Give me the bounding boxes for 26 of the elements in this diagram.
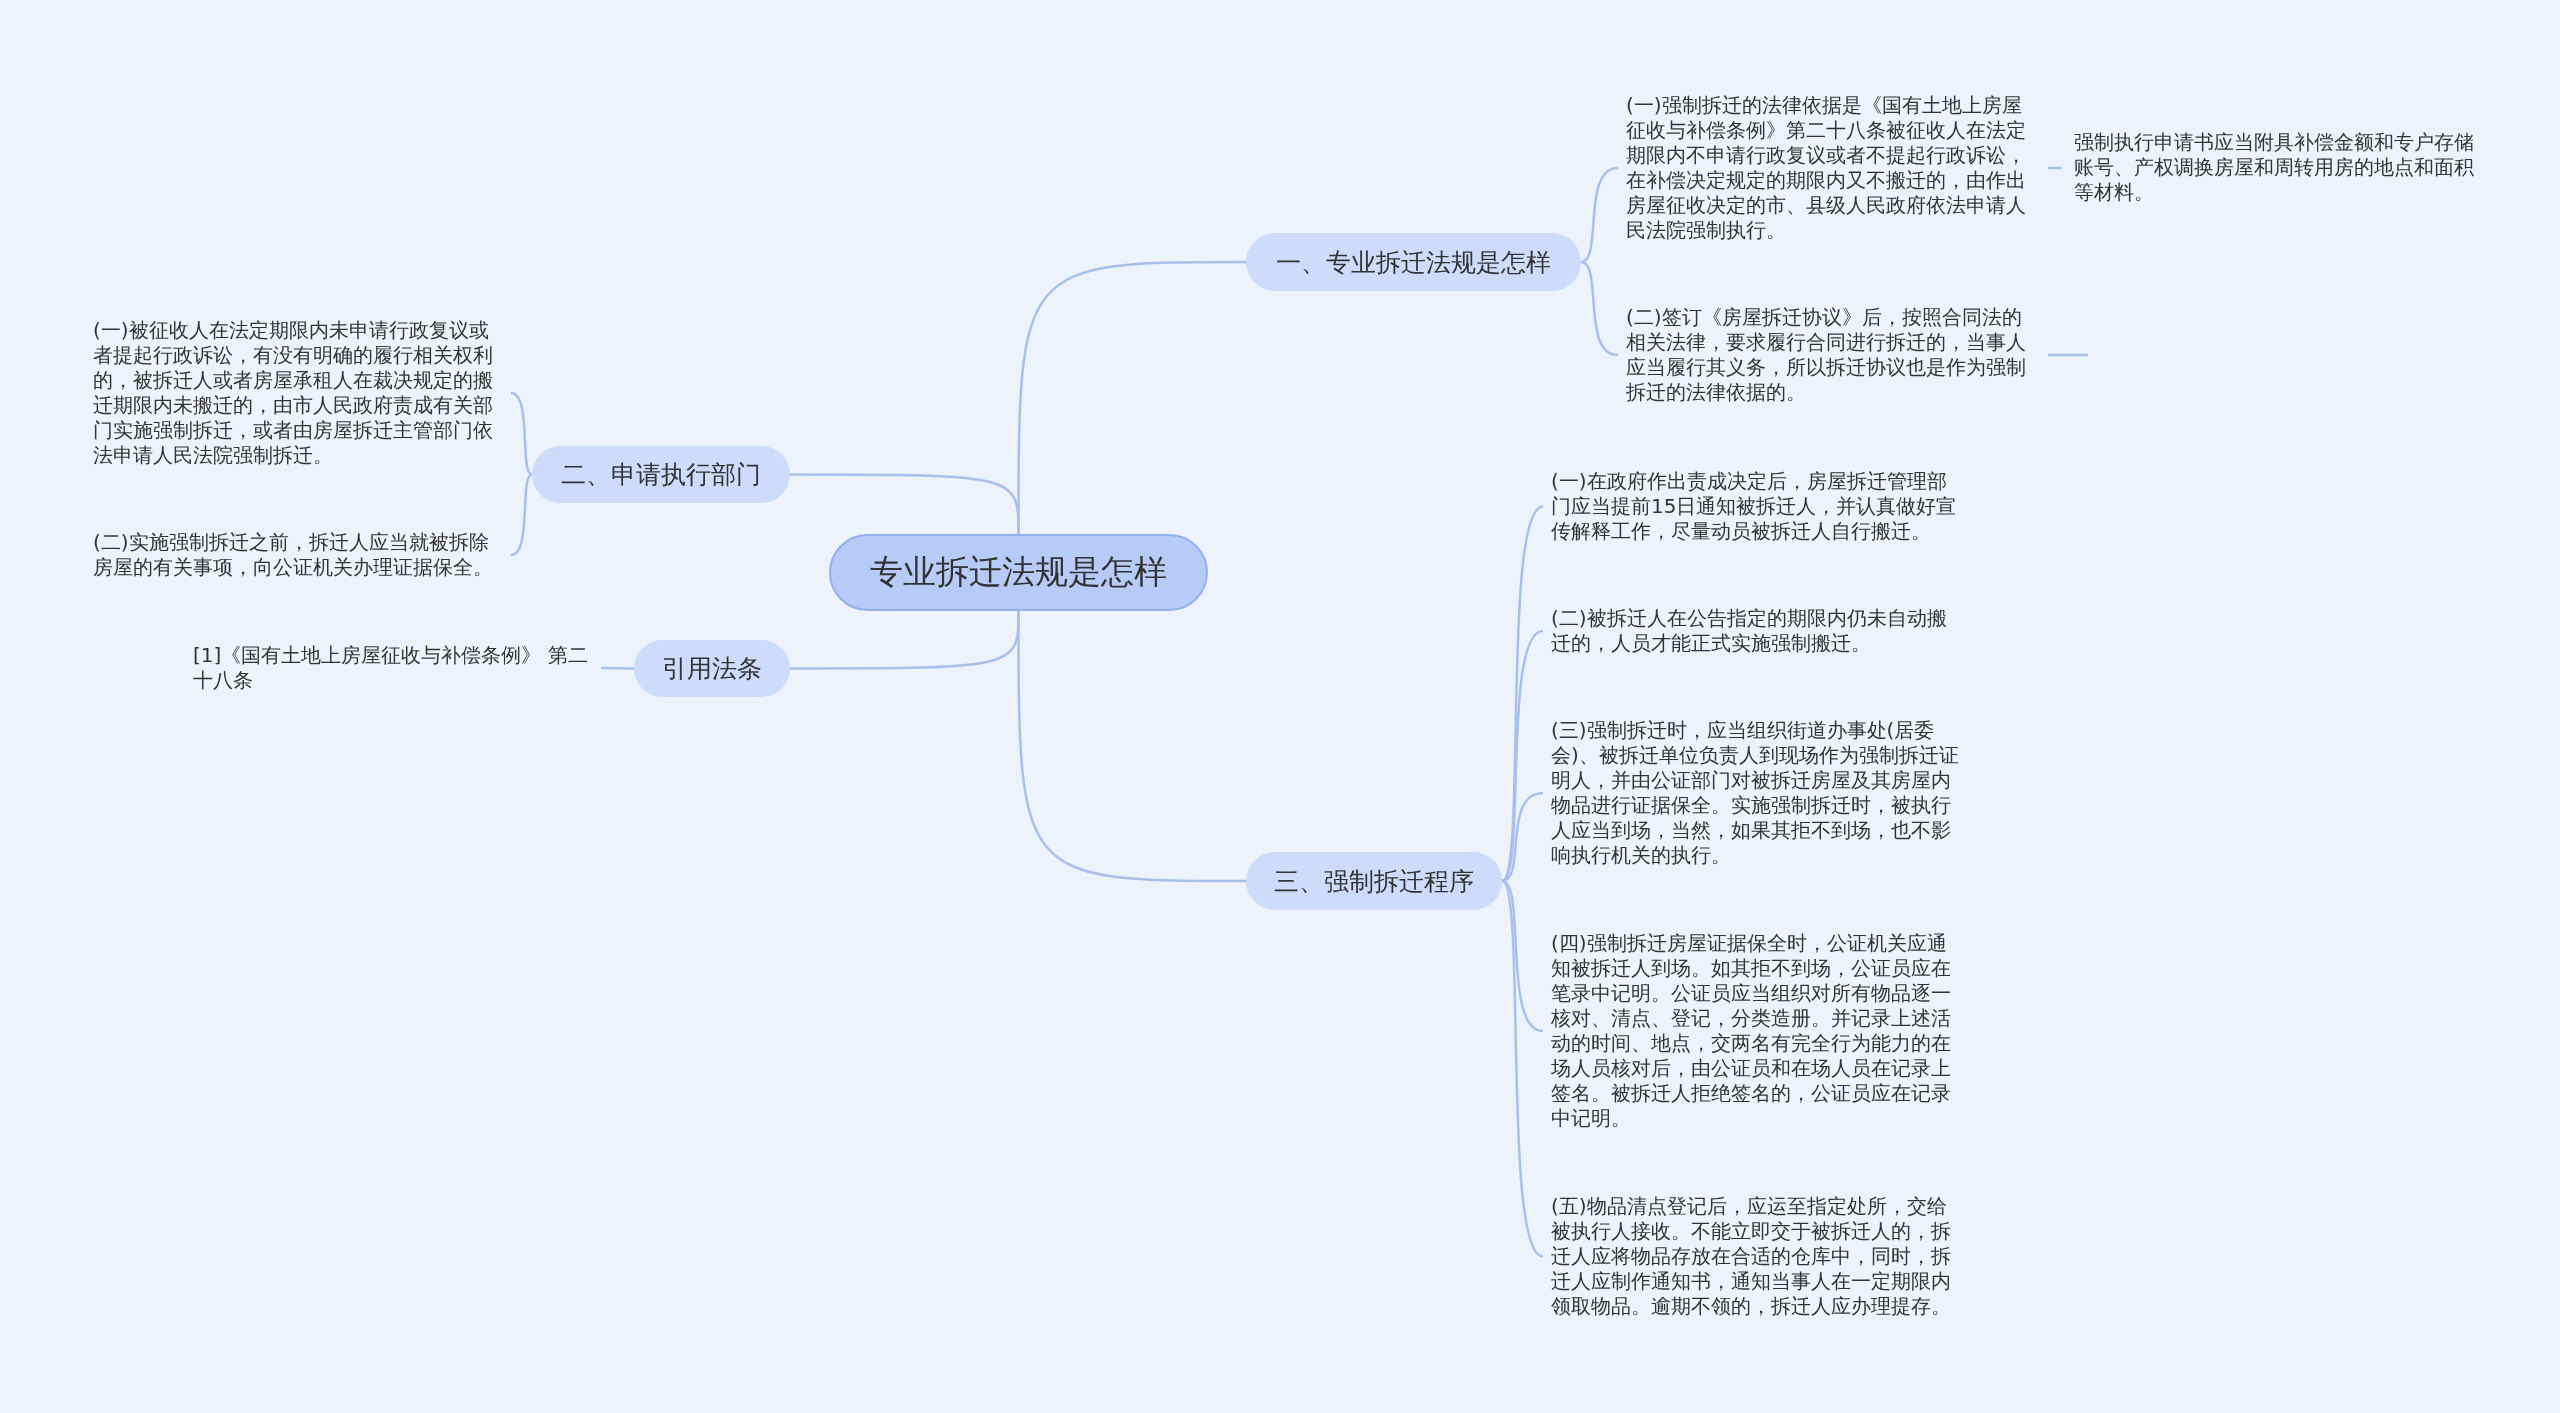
- note-text: 强制执行申请书应当附具补偿金额和专户存储账号、产权调换房屋和周转用房的地点和面积等材料。: [2074, 130, 2484, 205]
- connector-line: [601, 666, 634, 670]
- note-text: (二)被拆迁人在公告指定的期限内仍未自动搬迁的，人员才能正式实施强制搬迁。: [1551, 606, 1961, 656]
- connector-line: [1500, 880, 1544, 1258]
- topic-pill: 一、专业拆迁法规是怎样: [1246, 233, 1581, 291]
- topic-pill: 引用法条: [634, 640, 790, 697]
- note-text: (一)强制拆迁的法律依据是《国有土地上房屋征收与补偿条例》第二十八条被征收人在法定期限内不申请行政复议或者不提起行政诉讼，在补偿决定规定的期限内又不搬迁的，由作出房屋征收决定的市、县级人民政府依法申请人民法院强制执行。: [1626, 93, 2036, 243]
- connector-line: [510, 391, 533, 476]
- note-text: (四)强制拆迁房屋证据保全时，公证机关应通知被拆迁人到场。如其拒不到场，公证员应在笔录中记明。公证员应当组织对所有物品逐一核对、清点、登记，分类造册。并记录上述活动的时间、地点，交两名有完全行为能力的在场人员核对后，由公证员和在场人员在记录上签名。被拆迁人拒绝签名的，公证员应在记录中记明。: [1551, 931, 1961, 1131]
- note-text: (二)签订《房屋拆迁协议》后，按照合同法的相关法律，要求履行合同进行拆迁的，当事人应当履行其义务，所以拆迁协议也是作为强制拆迁的法律依据的。: [1626, 305, 2036, 405]
- connector-line: [1580, 166, 1619, 264]
- connector-line: [510, 473, 533, 557]
- central-topic: 专业拆迁法规是怎样: [829, 534, 1208, 611]
- topic-pill: 二、申请执行部门: [532, 446, 790, 503]
- note-text: (五)物品清点登记后，应运至指定处所，交给被执行人接收。不能立即交于被拆迁人的，拆迁人应将物品存放在合适的仓库中，同时，拆迁人应制作通知书，通知当事人在一定期限内领取物品。逾期不领的，拆迁人应办理提存。: [1551, 1194, 1961, 1319]
- topic-pill: 三、强制拆迁程序: [1246, 852, 1502, 910]
- connector-line: [2048, 353, 2088, 357]
- note-text: (二)实施强制拆迁之前，拆迁人应当就被拆除房屋的有关事项，向公证机关办理证据保全。: [93, 530, 503, 580]
- note-text: (一)在政府作出责成决定后，房屋拆迁管理部门应当提前15日通知被拆迁人，并认真做好宣传解释工作，尽量动员被拆迁人自行搬迁。: [1551, 469, 1961, 544]
- note-text: (一)被征收人在法定期限内未申请行政复议或者提起行政诉讼，有没有明确的履行相关权利的，被拆迁人或者房屋承租人在裁决规定的搬迁期限内未搬迁的，由市人民政府责成有关部门实施强制拆迁，或者由房屋拆迁主管部门依法申请人民法院强制拆迁。: [93, 318, 503, 468]
- note-text: [1]《国有土地上房屋征收与补偿条例》 第二十八条: [193, 643, 593, 693]
- note-text: (三)强制拆迁时，应当组织街道办事处(居委会)、被拆迁单位负责人到现场作为强制拆迁证明人，并由公证部门对被拆迁房屋及其房屋内物品进行证据保全。实施强制拆迁时，被执行人应当到场，当然，如果其拒不到场，也不影响执行机关的执行。: [1551, 718, 1961, 868]
- connector-line: [2048, 166, 2062, 170]
- connector-line: [1017, 611, 1246, 883]
- connector-line: [790, 473, 1020, 534]
- connector-line: [1580, 260, 1619, 357]
